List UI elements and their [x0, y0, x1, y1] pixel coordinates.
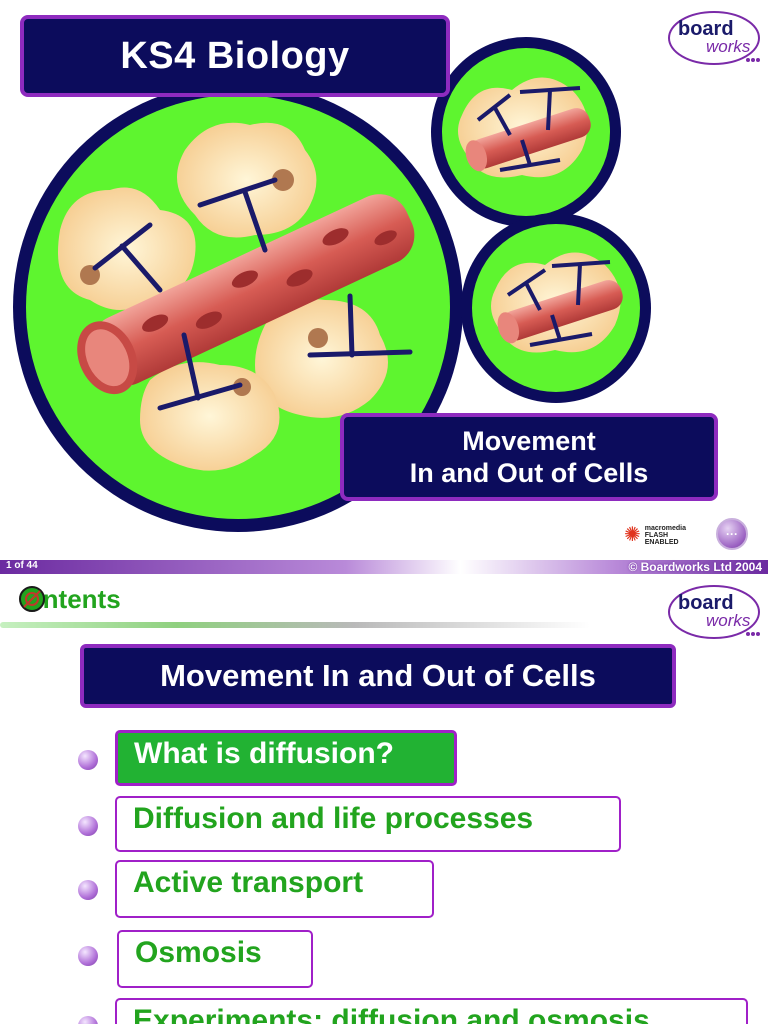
svg-text:board: board	[678, 18, 734, 40]
contents-heading: Contents	[8, 584, 121, 614]
svg-text:works: works	[706, 611, 751, 630]
copyright-text: © Boardworks Ltd 2004	[628, 560, 762, 574]
topic-title-banner: Movement In and Out of Cells	[340, 413, 718, 501]
boardworks-logo: board works	[668, 11, 760, 65]
svg-text:board: board	[678, 592, 734, 614]
menu-item-osmosis[interactable]: Osmosis	[117, 930, 313, 988]
menu-item-experiments[interactable]: Experiments: diffusion and osmosis	[115, 998, 748, 1024]
svg-text:works: works	[706, 37, 751, 56]
bullet-icon	[78, 750, 98, 770]
bullet-icon	[78, 946, 98, 966]
boardworks-logo-contents: board works	[668, 585, 760, 639]
bullet-icon	[78, 880, 98, 900]
next-slide-button[interactable]: ···	[716, 518, 748, 550]
section-title: Movement In and Out of Cells	[160, 658, 596, 693]
bullet-icon	[78, 816, 98, 836]
flash-badge-line2: FLASH	[644, 531, 669, 539]
next-arrow-icon: ···	[726, 527, 738, 541]
flash-enabled-badge: ✺ macromedia FLASH ENABLED	[624, 520, 706, 550]
course-title-banner: KS4 Biology	[20, 15, 450, 97]
flash-icon: ✺	[624, 524, 641, 546]
home-icon[interactable]	[18, 585, 46, 613]
menu-item-label: Active transport	[133, 866, 364, 899]
topic-title-line2: In and Out of Cells	[409, 458, 649, 488]
course-title: KS4 Biology	[120, 34, 350, 77]
menu-item-label: Osmosis	[135, 936, 262, 969]
menu-item-active-transport[interactable]: Active transport	[115, 860, 434, 918]
contents-heading-text: ntents	[42, 584, 121, 614]
slide-number: 1 of 44	[6, 560, 38, 571]
menu-item-life-processes[interactable]: Diffusion and life processes	[115, 796, 621, 852]
menu-item-label: Experiments: diffusion and osmosis	[133, 1004, 650, 1024]
menu-item-label: What is diffusion?	[134, 737, 394, 770]
section-title-banner: Movement In and Out of Cells	[80, 644, 676, 708]
bullet-icon	[78, 1016, 98, 1024]
heading-underline	[0, 622, 590, 628]
flash-badge-line3: ENABLED	[644, 538, 679, 546]
contents-slide: Contents board works Movement In and Out…	[0, 574, 768, 1024]
menu-item-label: Diffusion and life processes	[133, 802, 534, 835]
flash-badge-line1: macromedia	[644, 524, 687, 532]
menu-item-diffusion[interactable]: What is diffusion?	[115, 730, 457, 786]
slide-footer-bar	[0, 560, 768, 574]
title-slide: KS4 Biology Movement In and Out of Cells…	[13, 11, 760, 550]
topic-title-line1: Movement	[462, 426, 596, 456]
